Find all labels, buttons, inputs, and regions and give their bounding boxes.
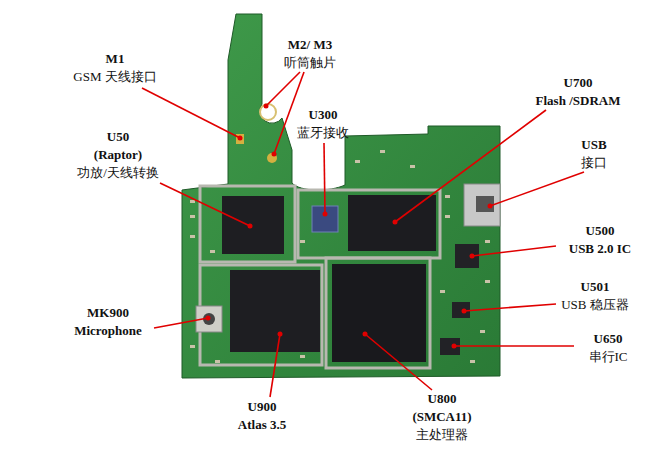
callout-label: U501 — [581, 278, 610, 295]
callout-label: 主处理器 — [416, 426, 468, 443]
callout-label: GSM 天线接口 — [73, 68, 156, 85]
callout-label: 接口 — [581, 154, 607, 171]
leader-line — [142, 72, 584, 397]
antenna-contact — [236, 134, 244, 144]
callout-label: M1 — [106, 50, 125, 67]
callout-label: 蓝牙接收 — [297, 124, 349, 141]
mount-hole — [260, 104, 276, 120]
callout-label: Microphone — [74, 322, 142, 339]
leader-dot — [206, 104, 493, 349]
callout-label: U650 — [594, 330, 623, 347]
callout-label: USB — [581, 136, 606, 153]
shield-frame — [200, 186, 440, 368]
callout-label: U800 — [428, 390, 457, 407]
callout-label: (Raptor) — [94, 146, 142, 163]
callout-label: 功放/天线转换 — [77, 164, 159, 181]
callout-label: U700 — [564, 74, 593, 91]
callout-label: MK900 — [87, 304, 129, 321]
callout-label: U900 — [248, 398, 277, 415]
callout-label: U500 — [586, 222, 615, 239]
callout-label: 听筒触片 — [284, 54, 336, 71]
callout-label: Flash /SDRAM — [536, 92, 621, 109]
callout-label: M2/ M3 — [288, 36, 332, 53]
callout-label: 串行IC — [589, 348, 628, 365]
pcb-outline — [182, 14, 500, 378]
u800-chip — [332, 264, 426, 362]
u700-chip — [348, 195, 436, 251]
callout-label: USB 稳压器 — [561, 296, 629, 313]
callout-label: USB 2.0 IC — [569, 240, 632, 257]
callout-label: Atlas 3.5 — [238, 416, 286, 433]
u900-chip — [230, 270, 320, 352]
callout-label: U50 — [107, 128, 129, 145]
usb-port — [476, 196, 494, 212]
small-components — [190, 150, 490, 363]
callout-label: (SMCA11) — [412, 408, 471, 425]
u50-chip — [222, 196, 284, 254]
callout-label: U300 — [309, 106, 338, 123]
